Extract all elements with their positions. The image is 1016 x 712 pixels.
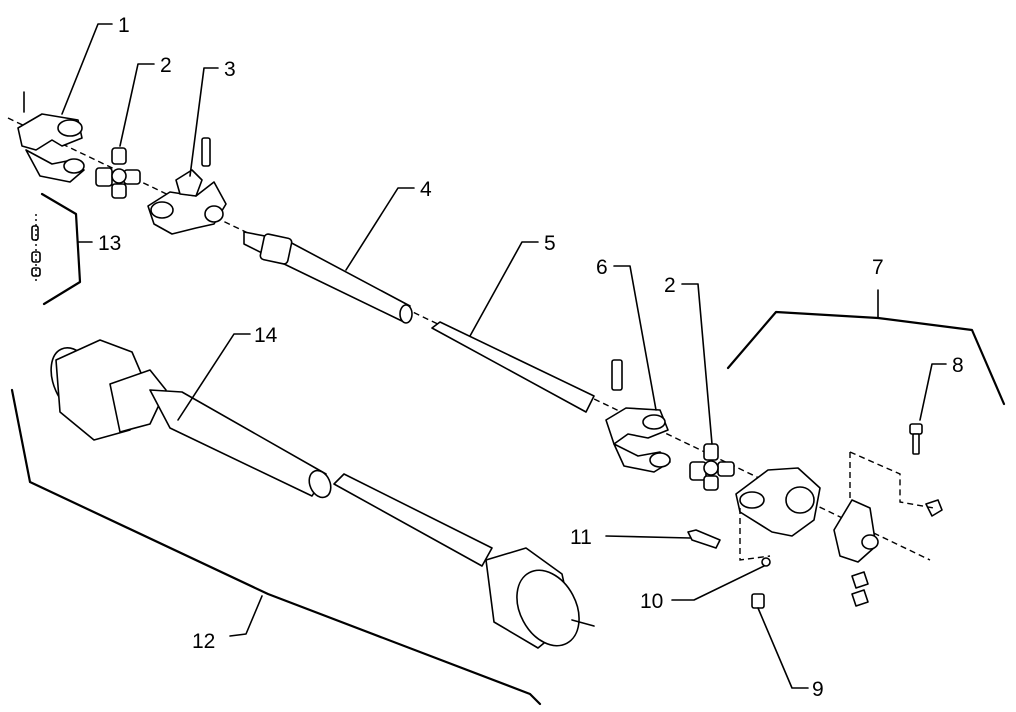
grease-fitting: [751, 593, 765, 609]
outer-yoke: [605, 359, 671, 473]
callout-labels: 1 2 3 4 5 6 2 7 8 11 10 9 13 14 12: [98, 14, 964, 701]
callout-13: 13: [98, 232, 121, 255]
callout-4: 4: [420, 178, 432, 201]
inner-shaft: [431, 321, 595, 413]
inner-tube: [243, 231, 413, 324]
callout-9: 9: [812, 678, 824, 701]
callout-11: 11: [570, 526, 592, 549]
callout-8: 8: [952, 354, 964, 377]
callout-5: 5: [544, 232, 556, 255]
leader-lines: [10, 23, 1006, 706]
callout-14: 14: [254, 324, 278, 347]
cross-and-bearing-kit-second: [689, 443, 735, 491]
callout-6: 6: [596, 256, 608, 279]
callout-1: 1: [118, 14, 130, 37]
callout-12: 12: [192, 630, 215, 653]
callout-7: 7: [872, 256, 884, 279]
quick-disconnect-yoke-assembly: [735, 451, 943, 607]
bolt: [909, 423, 923, 455]
callout-10: 10: [640, 590, 663, 613]
cross-and-bearing-kit: [95, 147, 141, 199]
callout-2: 2: [160, 54, 172, 77]
grease-fitting-set: [31, 214, 41, 282]
callout-2-second: 2: [664, 274, 676, 297]
callout-3: 3: [224, 58, 236, 81]
inner-yoke: [147, 137, 227, 235]
shear-bolt: [687, 529, 721, 549]
outer-guard: [50, 339, 595, 649]
ball: [761, 557, 771, 567]
end-yoke: [17, 91, 85, 183]
